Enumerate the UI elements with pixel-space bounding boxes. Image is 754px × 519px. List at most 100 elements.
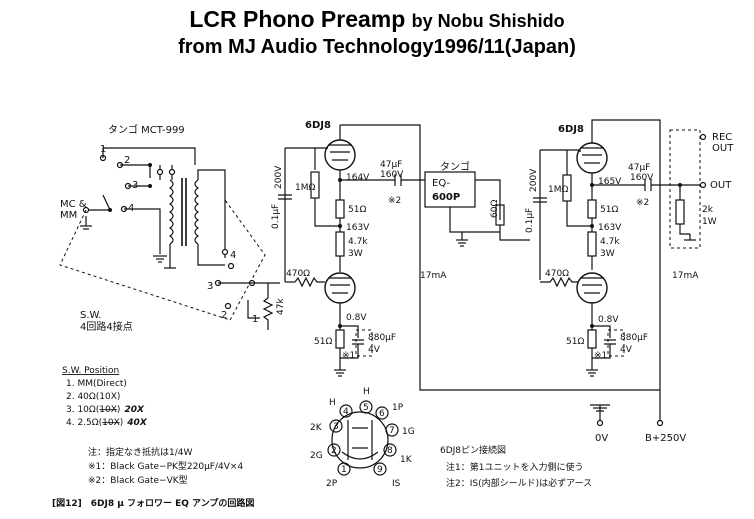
title-line-2: from MJ Audio Technology1996/11(Japan) (178, 36, 576, 58)
stage2-kcn: ※1 (594, 351, 607, 361)
sw-pin-4: 4 (230, 250, 236, 261)
out-label: OUT (710, 180, 732, 191)
stage1-kr: 51Ω (314, 337, 332, 347)
stage2-current: 17mA (672, 271, 699, 281)
pin-is: IS (392, 479, 401, 489)
pin-num-1: 1 (341, 465, 347, 475)
pin-1p: 1P (392, 403, 404, 413)
stage2-kr: 51Ω (566, 337, 584, 347)
swpos-item-3-text: 3. 10Ω( (66, 405, 99, 415)
pin-1k: 1K (400, 455, 413, 465)
mm-label: MM (60, 210, 77, 221)
title-line-1: LCR Phono Preamp by Nobu Shishido (0, 6, 754, 33)
rec-out-jack (699, 133, 707, 141)
stage1-cap-val: 0.1μF (271, 204, 281, 229)
pin-num-6: 6 (379, 409, 385, 419)
swpos-item-3-close: ) (117, 405, 121, 415)
swpos-heading: S.W. Position (62, 366, 119, 376)
notes: 注：指定なき抵抗は1/4W ※1：Black Gate−PK型220μF/4V×… (88, 446, 243, 486)
mc-label: MC & (60, 199, 87, 210)
note-1: ※1：Black Gate−PK型220μF/4V×4 (88, 461, 243, 472)
stage2-load-p: 1W (702, 217, 717, 227)
pinout-note2: 注2：IS(内部シールド)は必ずアース (446, 477, 592, 489)
note-0: 注：指定なき抵抗は1/4W (88, 446, 192, 458)
pin-2k: 2K (310, 423, 323, 433)
stage1-r1: 51Ω (348, 205, 366, 215)
pinout-caption: 6DJ8ピン接続図 (440, 444, 506, 456)
swpos-item-4-struck: 10X (102, 418, 120, 428)
stage1-coup-cap: 47μF (380, 160, 402, 170)
title-main: LCR Phono Preamp (189, 6, 406, 32)
swpos-item-3-struck: 10X (99, 405, 117, 415)
eq-term-res: 60Ω (490, 200, 500, 218)
stage2-grid-r: 1MΩ (548, 185, 568, 195)
stage2-grid-r470: 470Ω (545, 269, 569, 279)
stage1-plate-v: 164V (346, 173, 370, 183)
stage2-r2: 4.7k (600, 237, 620, 247)
zero-v-label: 0V (595, 433, 608, 444)
figure-caption: [図12] 6DJ8 μ フォロワー EQ アンプの回路図 (52, 497, 254, 509)
pin-num-2: 2 (331, 446, 337, 456)
title-author: by Nobu Shishido (411, 11, 565, 31)
sw-pin-2: 2 (221, 310, 227, 321)
pin-num-3: 3 (333, 422, 339, 432)
stage2-load-r: 2k (702, 205, 714, 215)
pin-h-left: H (329, 398, 336, 408)
swpos-item-4-hand: 40X (126, 418, 148, 428)
stage1-kc: 880μF (368, 333, 396, 343)
stage1-coup-v: 160V (380, 170, 404, 180)
swpos-item-4-close: ) (120, 418, 124, 428)
out-jack (699, 181, 707, 189)
stage2-cap-val: 0.1μF (525, 208, 535, 233)
stage1-grid-r470: 470Ω (286, 269, 310, 279)
swpos-item-4-text: 4. 2.5Ω( (66, 418, 102, 428)
tx-pin-2: 2 (124, 155, 130, 166)
stage1-v3: 0.8V (346, 313, 367, 323)
pin-2g: 2G (310, 451, 323, 461)
supply: 0V B+250V (590, 390, 686, 444)
sw-pin-3: 3 (207, 281, 213, 292)
bplus-terminal (656, 419, 664, 427)
eq-name1: EQ- (432, 178, 450, 189)
stage1-current: 17mA (420, 271, 447, 281)
stage2-out-cap: 47μF (628, 163, 650, 173)
stage1-tube-upper: 6DJ8 (305, 120, 331, 131)
input-transformer: タンゴ MCT-999 1 2 3 4 (59, 123, 280, 333)
stage1-r2: 4.7k (348, 237, 368, 247)
stage2-plate-v: 165V (598, 177, 622, 187)
pin-2p: 2P (326, 479, 338, 489)
stage2-v3: 0.8V (598, 315, 619, 325)
stage1-cap-v: 200V (274, 165, 284, 189)
switch-label: S.W. (80, 310, 101, 321)
pinout-note1: 注1：第1ユニットを入力側に使う (446, 461, 583, 473)
stage2-r1: 51Ω (600, 205, 618, 215)
pin-num-8: 8 (387, 446, 393, 456)
bplus-label: B+250V (645, 433, 686, 444)
note-2: ※2：Black Gate−VK型 (88, 475, 188, 486)
stage-1: 6DJ8 1MΩ 200V 0.1μF 164V 51Ω 163V 4.7k 3… (262, 120, 660, 391)
stage1-grid-r: 1MΩ (295, 183, 315, 193)
stage1-r2p: 3W (348, 249, 363, 259)
pin-h-top: H (363, 387, 370, 397)
stage1-kcn: ※1 (342, 351, 355, 361)
transformer-label: タンゴ MCT-999 (108, 123, 185, 136)
stage1-in-r: 47k (276, 298, 286, 315)
sw-pin-1: 1 (252, 314, 258, 325)
stage-2: 6DJ8 1MΩ 200V 0.1μF 165V 51Ω 163V 4.7k 3… (525, 119, 734, 390)
swpos-item-1: 1. MM(Direct) (66, 379, 127, 389)
rec-label: REC (712, 132, 732, 143)
stage2-v2: 163V (598, 223, 622, 233)
stage1-kcv: 4V (368, 345, 381, 355)
swpos-item-4: 4. 2.5Ω(10X)40X (66, 418, 148, 428)
eq-name2: 600P (432, 192, 460, 203)
rec-out-label: OUT (712, 143, 734, 154)
stage2-r2p: 3W (600, 249, 615, 259)
stage2-cap-v: 200V (529, 168, 539, 192)
pin-1g: 1G (402, 427, 415, 437)
stage2-out-note: ※2 (636, 198, 649, 208)
zero-v-terminal (596, 419, 604, 427)
pin-num-9: 9 (377, 465, 383, 475)
swpos-item-3-hand: 20X (124, 405, 145, 415)
stage1-coup-note: ※2 (388, 196, 401, 206)
